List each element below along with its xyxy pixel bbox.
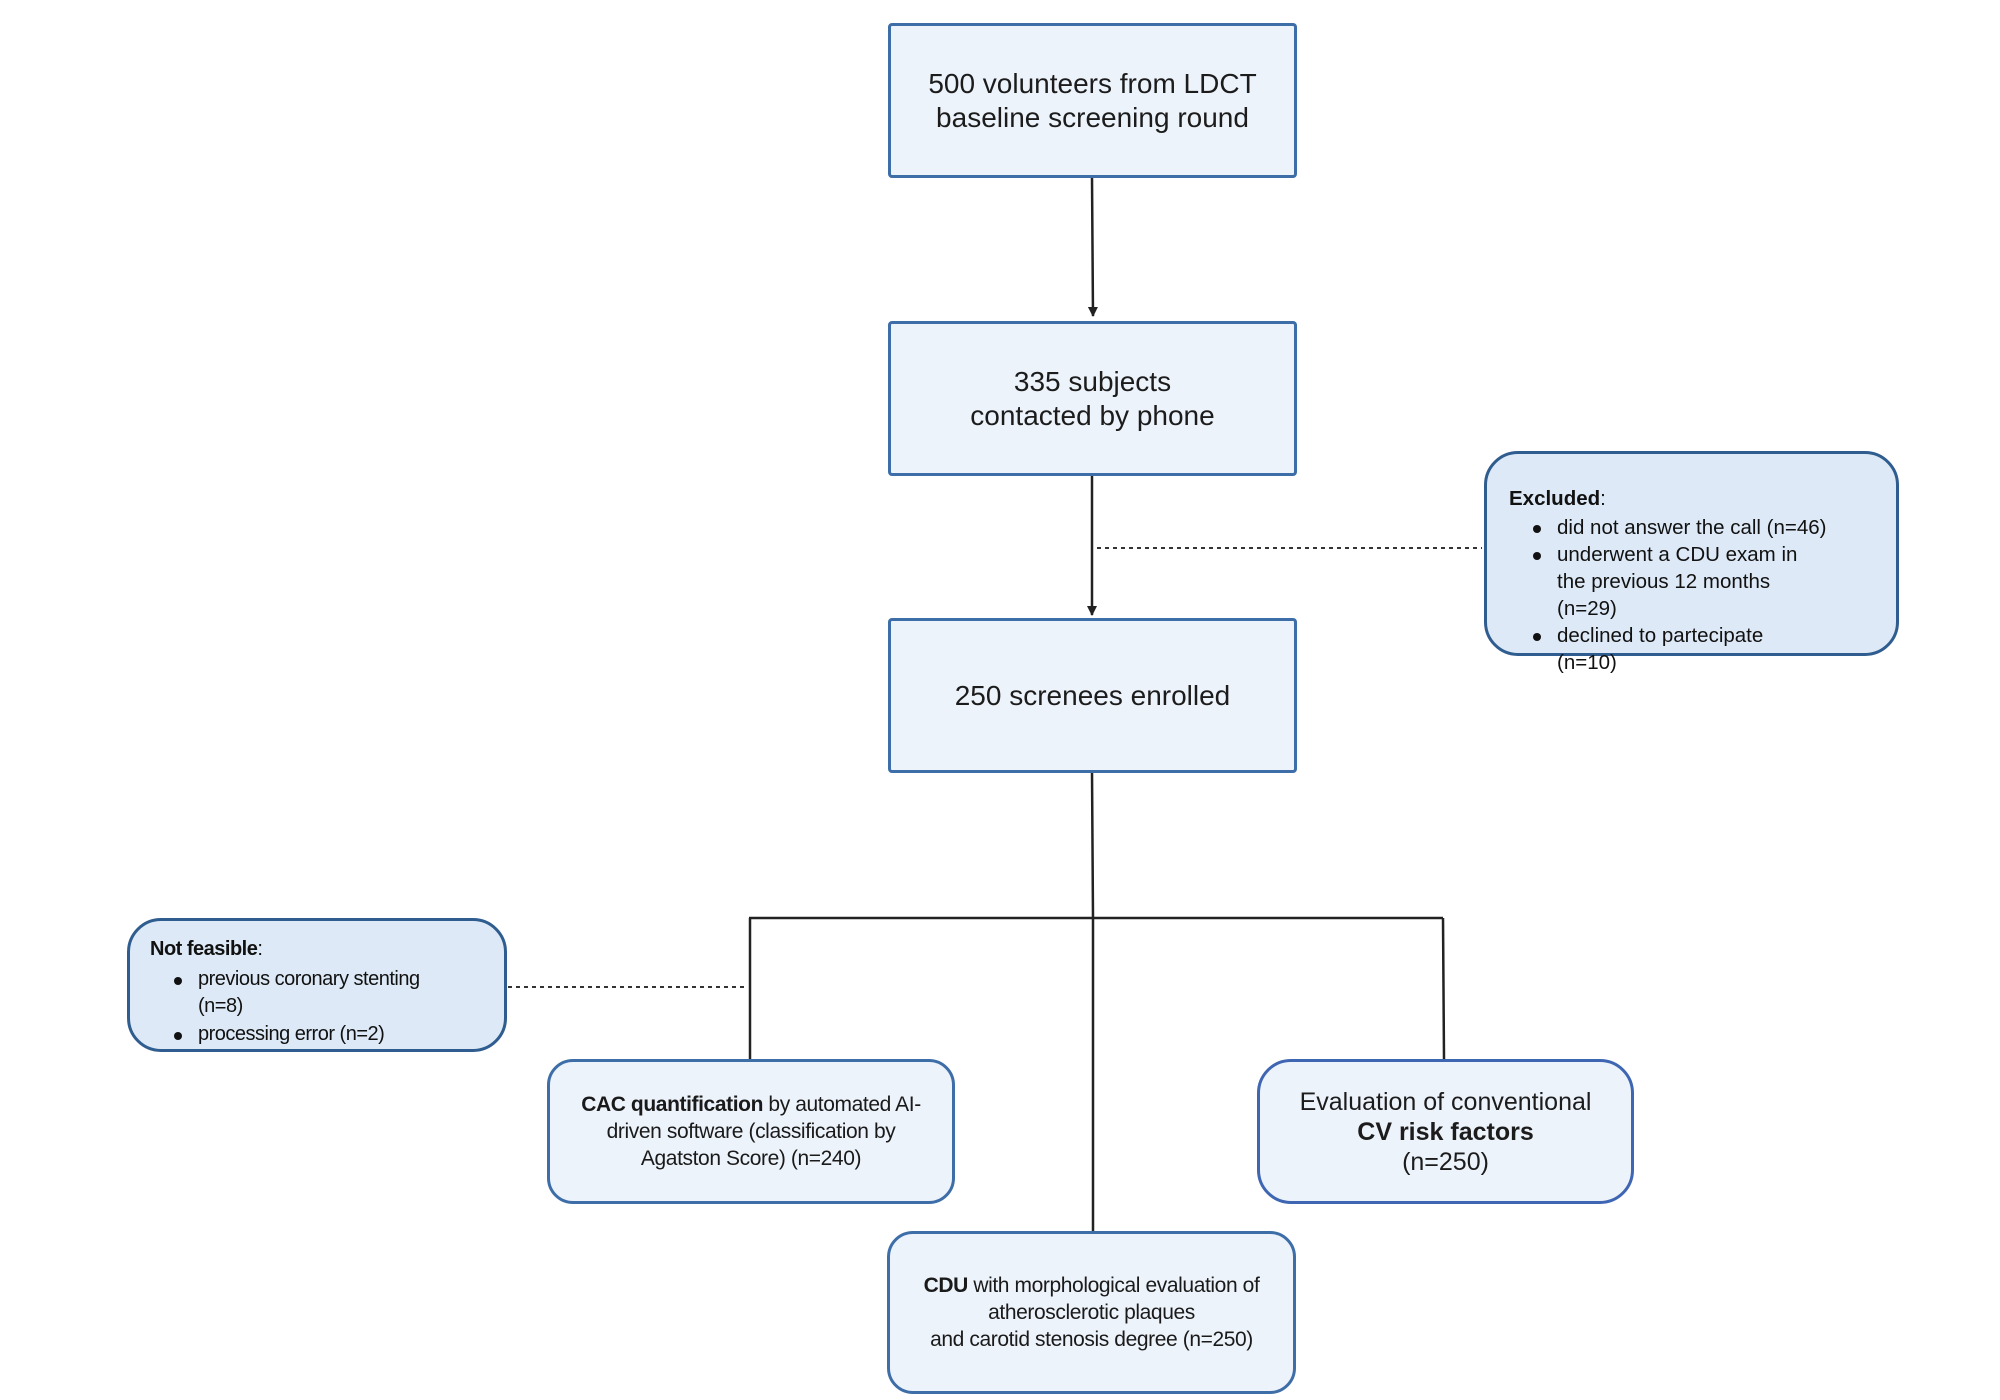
cv-line1: Evaluation of conventional — [1299, 1087, 1592, 1116]
cac-bold: CAC quantification — [581, 1093, 763, 1116]
contacted-box: 335 subjects contacted by phone — [888, 321, 1297, 476]
not-feasible-item: previous coronary stenting (n=8) — [174, 966, 494, 1021]
excluded-list: did not answer the call (n=46) underwent… — [1509, 514, 1886, 676]
cv-box: Evaluation of conventional CV risk facto… — [1257, 1059, 1634, 1204]
excluded-item: declined to partecipate (n=10) — [1533, 622, 1886, 676]
excluded-item: underwent a CDU exam in the previous 12 … — [1533, 541, 1886, 622]
enrolled-box: 250 screnees enrolled — [888, 618, 1297, 773]
not-feasible-title: Not feasible — [150, 938, 258, 960]
cdu-box: CDU with morphological evaluation of ath… — [887, 1231, 1296, 1394]
contacted-line2: contacted by phone — [970, 399, 1215, 431]
arrow-volunteers-to-contacted — [1087, 177, 1098, 317]
not-feasible-item-line: previous coronary stenting — [198, 967, 420, 990]
line-enrolled-down — [1090, 771, 1095, 919]
excluded-item-line: declined to partecipate — [1557, 624, 1764, 647]
cdu-rest-line2: and carotid stenosis degree (n=250) — [930, 1328, 1253, 1351]
not-feasible-item-line: (n=8) — [198, 995, 243, 1017]
excluded-item: did not answer the call (n=46) — [1533, 514, 1886, 541]
excluded-item-line: (n=29) — [1557, 597, 1617, 620]
excluded-item-line: (n=10) — [1557, 651, 1617, 674]
cv-bold: CV risk factors — [1357, 1117, 1534, 1146]
contacted-line1: 335 subjects — [1013, 365, 1172, 397]
not-feasible-item: processing error (n=2) — [174, 1021, 494, 1049]
volunteers-line1: 500 volunteers from LDCT — [928, 67, 1257, 99]
cac-rest: by automated AI-driven software (classif… — [606, 1093, 922, 1170]
volunteers-box: 500 volunteers from LDCT baseline screen… — [888, 23, 1297, 178]
not-feasible-list: previous coronary stenting (n=8) process… — [150, 966, 494, 1049]
cac-box: CAC quantification by automated AI-drive… — [547, 1059, 955, 1204]
branch-to-cv — [1441, 917, 1446, 1060]
excluded-title: Excluded — [1509, 487, 1601, 510]
excluded-item-line: the previous 12 months — [1557, 570, 1771, 593]
cdu-rest-line1: with morphological evaluation of atheros… — [967, 1274, 1260, 1324]
not-feasible-note: Not feasible: previous coronary stenting… — [127, 918, 507, 1052]
excluded-colon: : — [1600, 487, 1606, 510]
not-feasible-colon: : — [257, 938, 263, 960]
volunteers-line2: baseline screening round — [936, 101, 1249, 133]
excluded-note: Excluded: did not answer the call (n=46)… — [1484, 451, 1899, 674]
cdu-bold: CDU — [923, 1274, 969, 1297]
not-feasible-item-line: processing error (n=2) — [198, 1022, 385, 1045]
excluded-item-line: underwent a CDU exam in — [1557, 543, 1798, 566]
cv-line3: (n=250) — [1402, 1147, 1489, 1176]
excluded-item-line: did not answer the call (n=46) — [1557, 516, 1827, 539]
enrolled-text: 250 screnees enrolled — [954, 679, 1231, 711]
